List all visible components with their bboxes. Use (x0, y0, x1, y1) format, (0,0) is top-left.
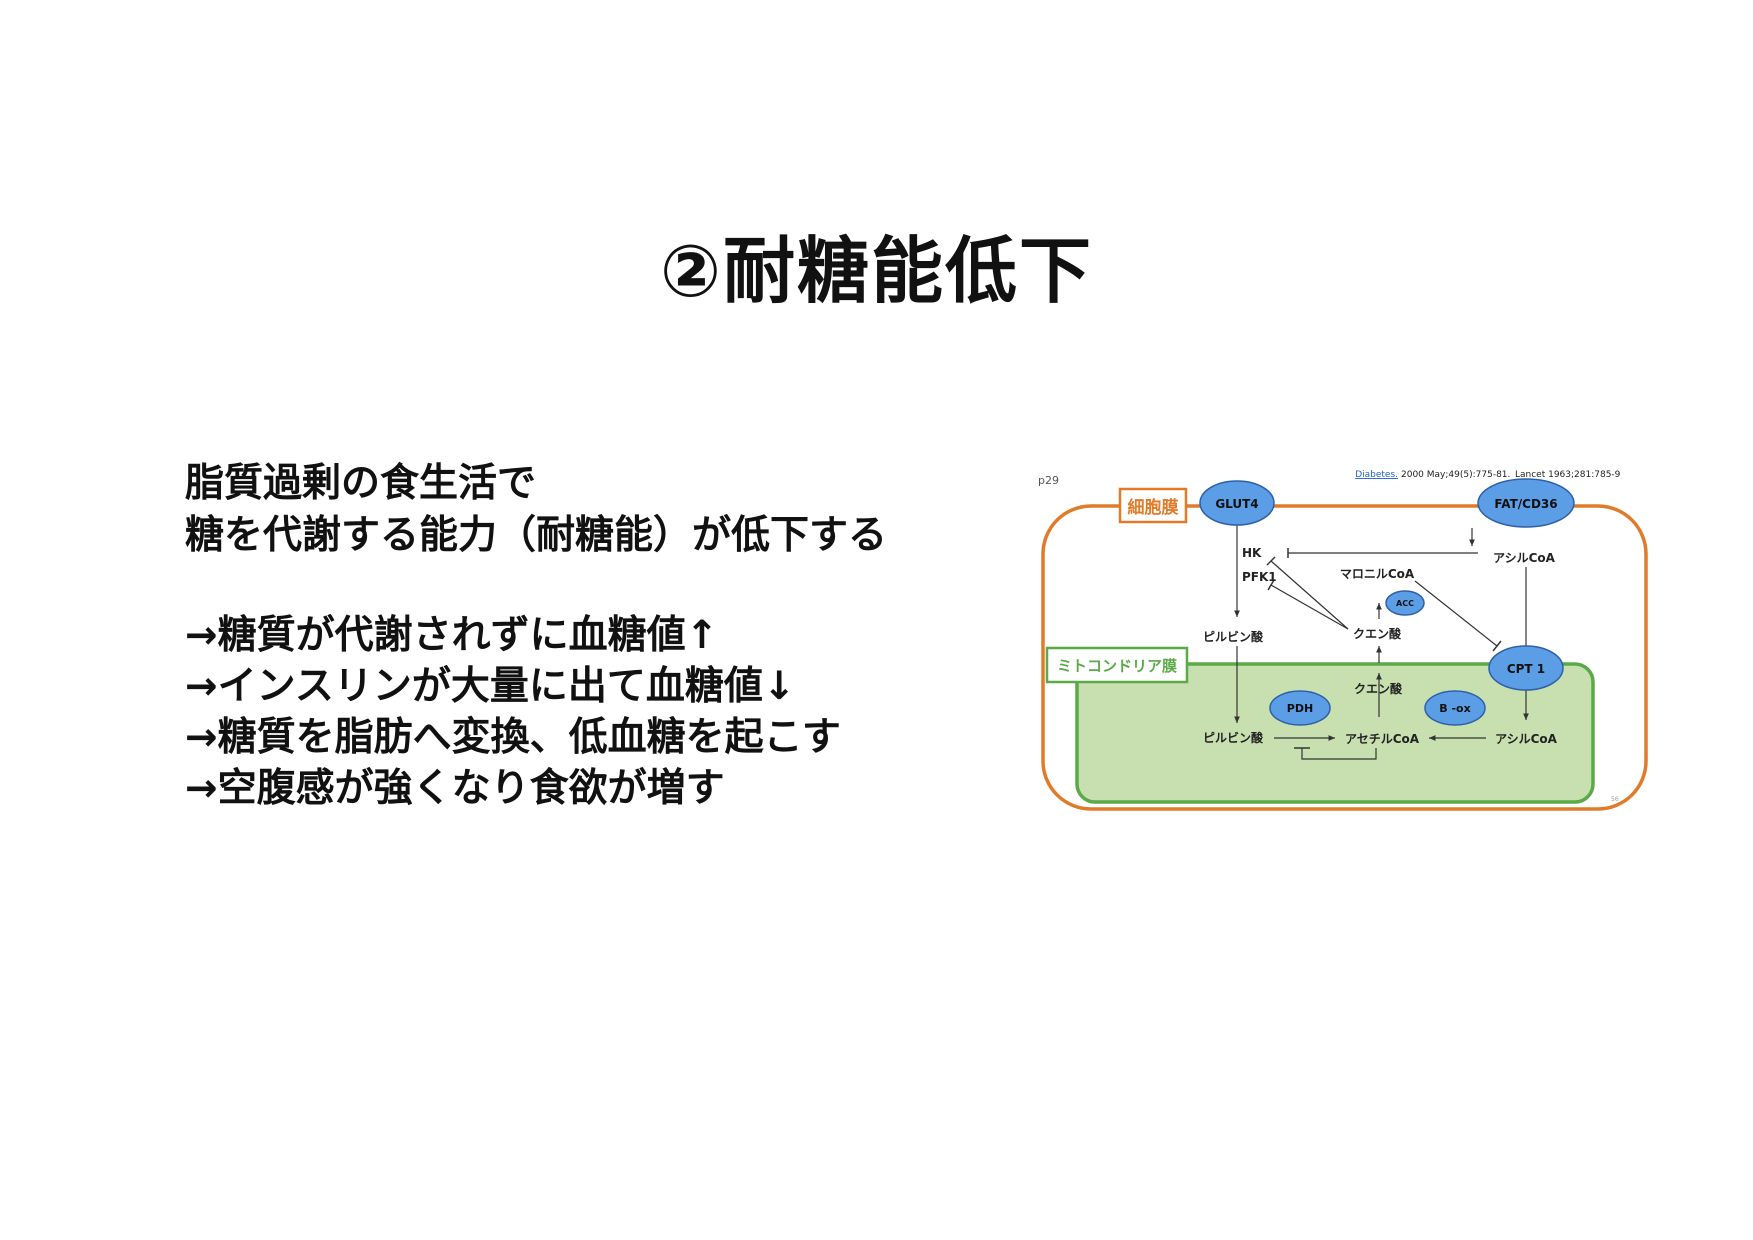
mito-membrane-label-box (1045, 646, 1189, 684)
consequence-item: →空腹感が強くなり食欲が増す (185, 766, 725, 811)
acc-label: ACC (1396, 599, 1414, 608)
consequence-list: →糖質が代謝されずに血糖値↑ →インスリンが大量に出て血糖値↓ →糖質を脂肪へ変… (185, 610, 841, 814)
citrate-label: クエン酸 (1353, 626, 1402, 641)
cell-membrane (1041, 504, 1648, 811)
citation-2: Lancet 1963;281:785-9 (1515, 470, 1621, 480)
mito-membrane-label: ミトコンドリア膜 (1057, 657, 1177, 675)
b-ox-node (1424, 690, 1486, 726)
malonyl-cpt1-inhibition (1414, 580, 1498, 647)
mito-citrate-label: クエン酸 (1354, 681, 1403, 696)
malonyl-coa-label: マロニルCoA (1340, 567, 1415, 581)
pdh-label: PDH (1287, 702, 1313, 715)
page-ref: p29 (1038, 474, 1059, 487)
pfk1-label: PFK1 (1242, 570, 1277, 584)
citrate-pfk1-inhibition (1270, 584, 1349, 630)
cpt1-node (1488, 645, 1564, 691)
citrate-hk-inhibition (1270, 560, 1349, 630)
cell-membrane-label: 細胞膜 (1128, 497, 1179, 518)
fat-cd36-node (1477, 478, 1575, 528)
consequence-item: →糖質を脂肪へ変換、低血糖を起こす (185, 715, 841, 760)
cell-membrane-label-box (1118, 487, 1188, 524)
inhibition-bar (1492, 640, 1502, 652)
mito-pyruvate-label: ピルビン酸 (1203, 730, 1264, 745)
inhibition-bar (1266, 556, 1276, 566)
hk-label: HK (1242, 546, 1262, 560)
intro-line: 糖を代謝する能力（耐糖能）が低下する (185, 513, 888, 558)
acc-node (1385, 590, 1425, 616)
pyruvate-label: ピルビン酸 (1203, 629, 1264, 644)
slide-title: ②耐糖能低下 (660, 229, 1093, 313)
inhibition-bar (1267, 579, 1275, 591)
acyl-coa-label: アシルCoA (1493, 551, 1556, 565)
mito-acyl-coa-label: アシルCoA (1495, 732, 1558, 746)
citation-1: 2000 May;49(5):775-81. (1401, 470, 1510, 480)
acetyl-coa-label: アセチルCoA (1345, 732, 1420, 746)
page-number: 56 (1611, 796, 1619, 803)
intro-text: 脂質過剰の食生活で 糖を代謝する能力（耐糖能）が低下する (185, 458, 887, 562)
consequence-item: →糖質が代謝されずに血糖値↑ (185, 613, 719, 658)
glut4-node (1199, 480, 1275, 526)
fat-cd36-label: FAT/CD36 (1494, 497, 1557, 511)
glut4-label: GLUT4 (1215, 497, 1258, 511)
acetyl-coa-pdh-inhibition (1301, 748, 1377, 760)
consequence-item: →インスリンが大量に出て血糖値↓ (185, 664, 796, 709)
pdh-node (1269, 690, 1331, 726)
citation-link[interactable]: Diabetes. (1355, 470, 1398, 480)
intro-line: 脂質過剰の食生活で (185, 461, 537, 506)
cpt1-label: CPT 1 (1507, 662, 1545, 676)
b-ox-label: B -ox (1439, 702, 1470, 715)
